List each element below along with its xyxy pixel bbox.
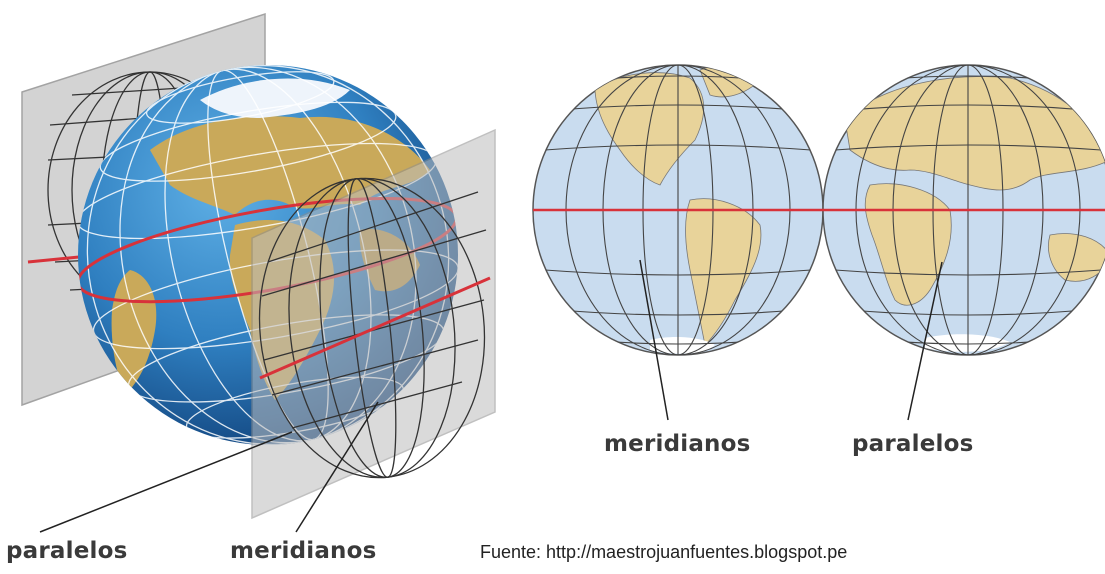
label-paralelos-right: paralelos <box>852 431 974 457</box>
meridianos-leader-line-right <box>639 259 669 421</box>
source-caption: Fuente: http://maestrojuanfuentes.blogsp… <box>480 542 848 562</box>
paralelos-leader-line-right <box>907 261 943 421</box>
meridianos-leader-line <box>295 401 379 533</box>
label-paralelos-left: paralelos <box>6 538 128 564</box>
paralelos-leader-line <box>39 431 293 533</box>
meridians-plane <box>251 128 496 520</box>
label-meridianos-left: meridianos <box>230 538 377 564</box>
label-meridianos-right: meridianos <box>604 431 751 457</box>
